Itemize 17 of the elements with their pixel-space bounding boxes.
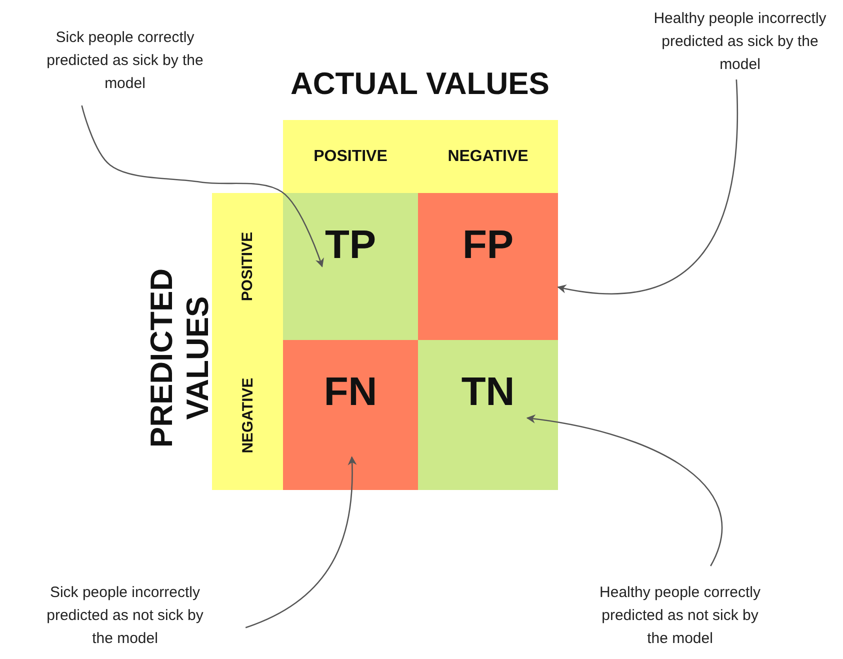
arrow — [245, 456, 356, 628]
matrix-cell: FP — [418, 193, 558, 340]
annotation-text: Sick people correctly predicted as sick by the model — [35, 25, 215, 95]
matrix-cell: FN — [283, 340, 418, 490]
annotation-text: Healthy people correctly predicted as not sick by the model — [590, 580, 770, 650]
matrix-cell: TP — [283, 193, 418, 340]
column-header-cell: POSITIVE — [283, 120, 418, 193]
column-header-cell: NEGATIVE — [418, 120, 558, 193]
arrow — [526, 414, 723, 566]
arrow — [557, 79, 738, 294]
row-header-cell: NEGATIVE — [212, 340, 283, 490]
matrix-cell: TN — [418, 340, 558, 490]
annotation-text: Healthy people incorrectly predicted as sick by the model — [650, 6, 830, 76]
axis-title: ACTUAL VALUES — [290, 66, 550, 102]
row-header-cell: POSITIVE — [212, 193, 283, 340]
annotation-text: Sick people incorrectly predicted as not sick by the model — [35, 580, 215, 650]
arrow — [81, 105, 324, 268]
